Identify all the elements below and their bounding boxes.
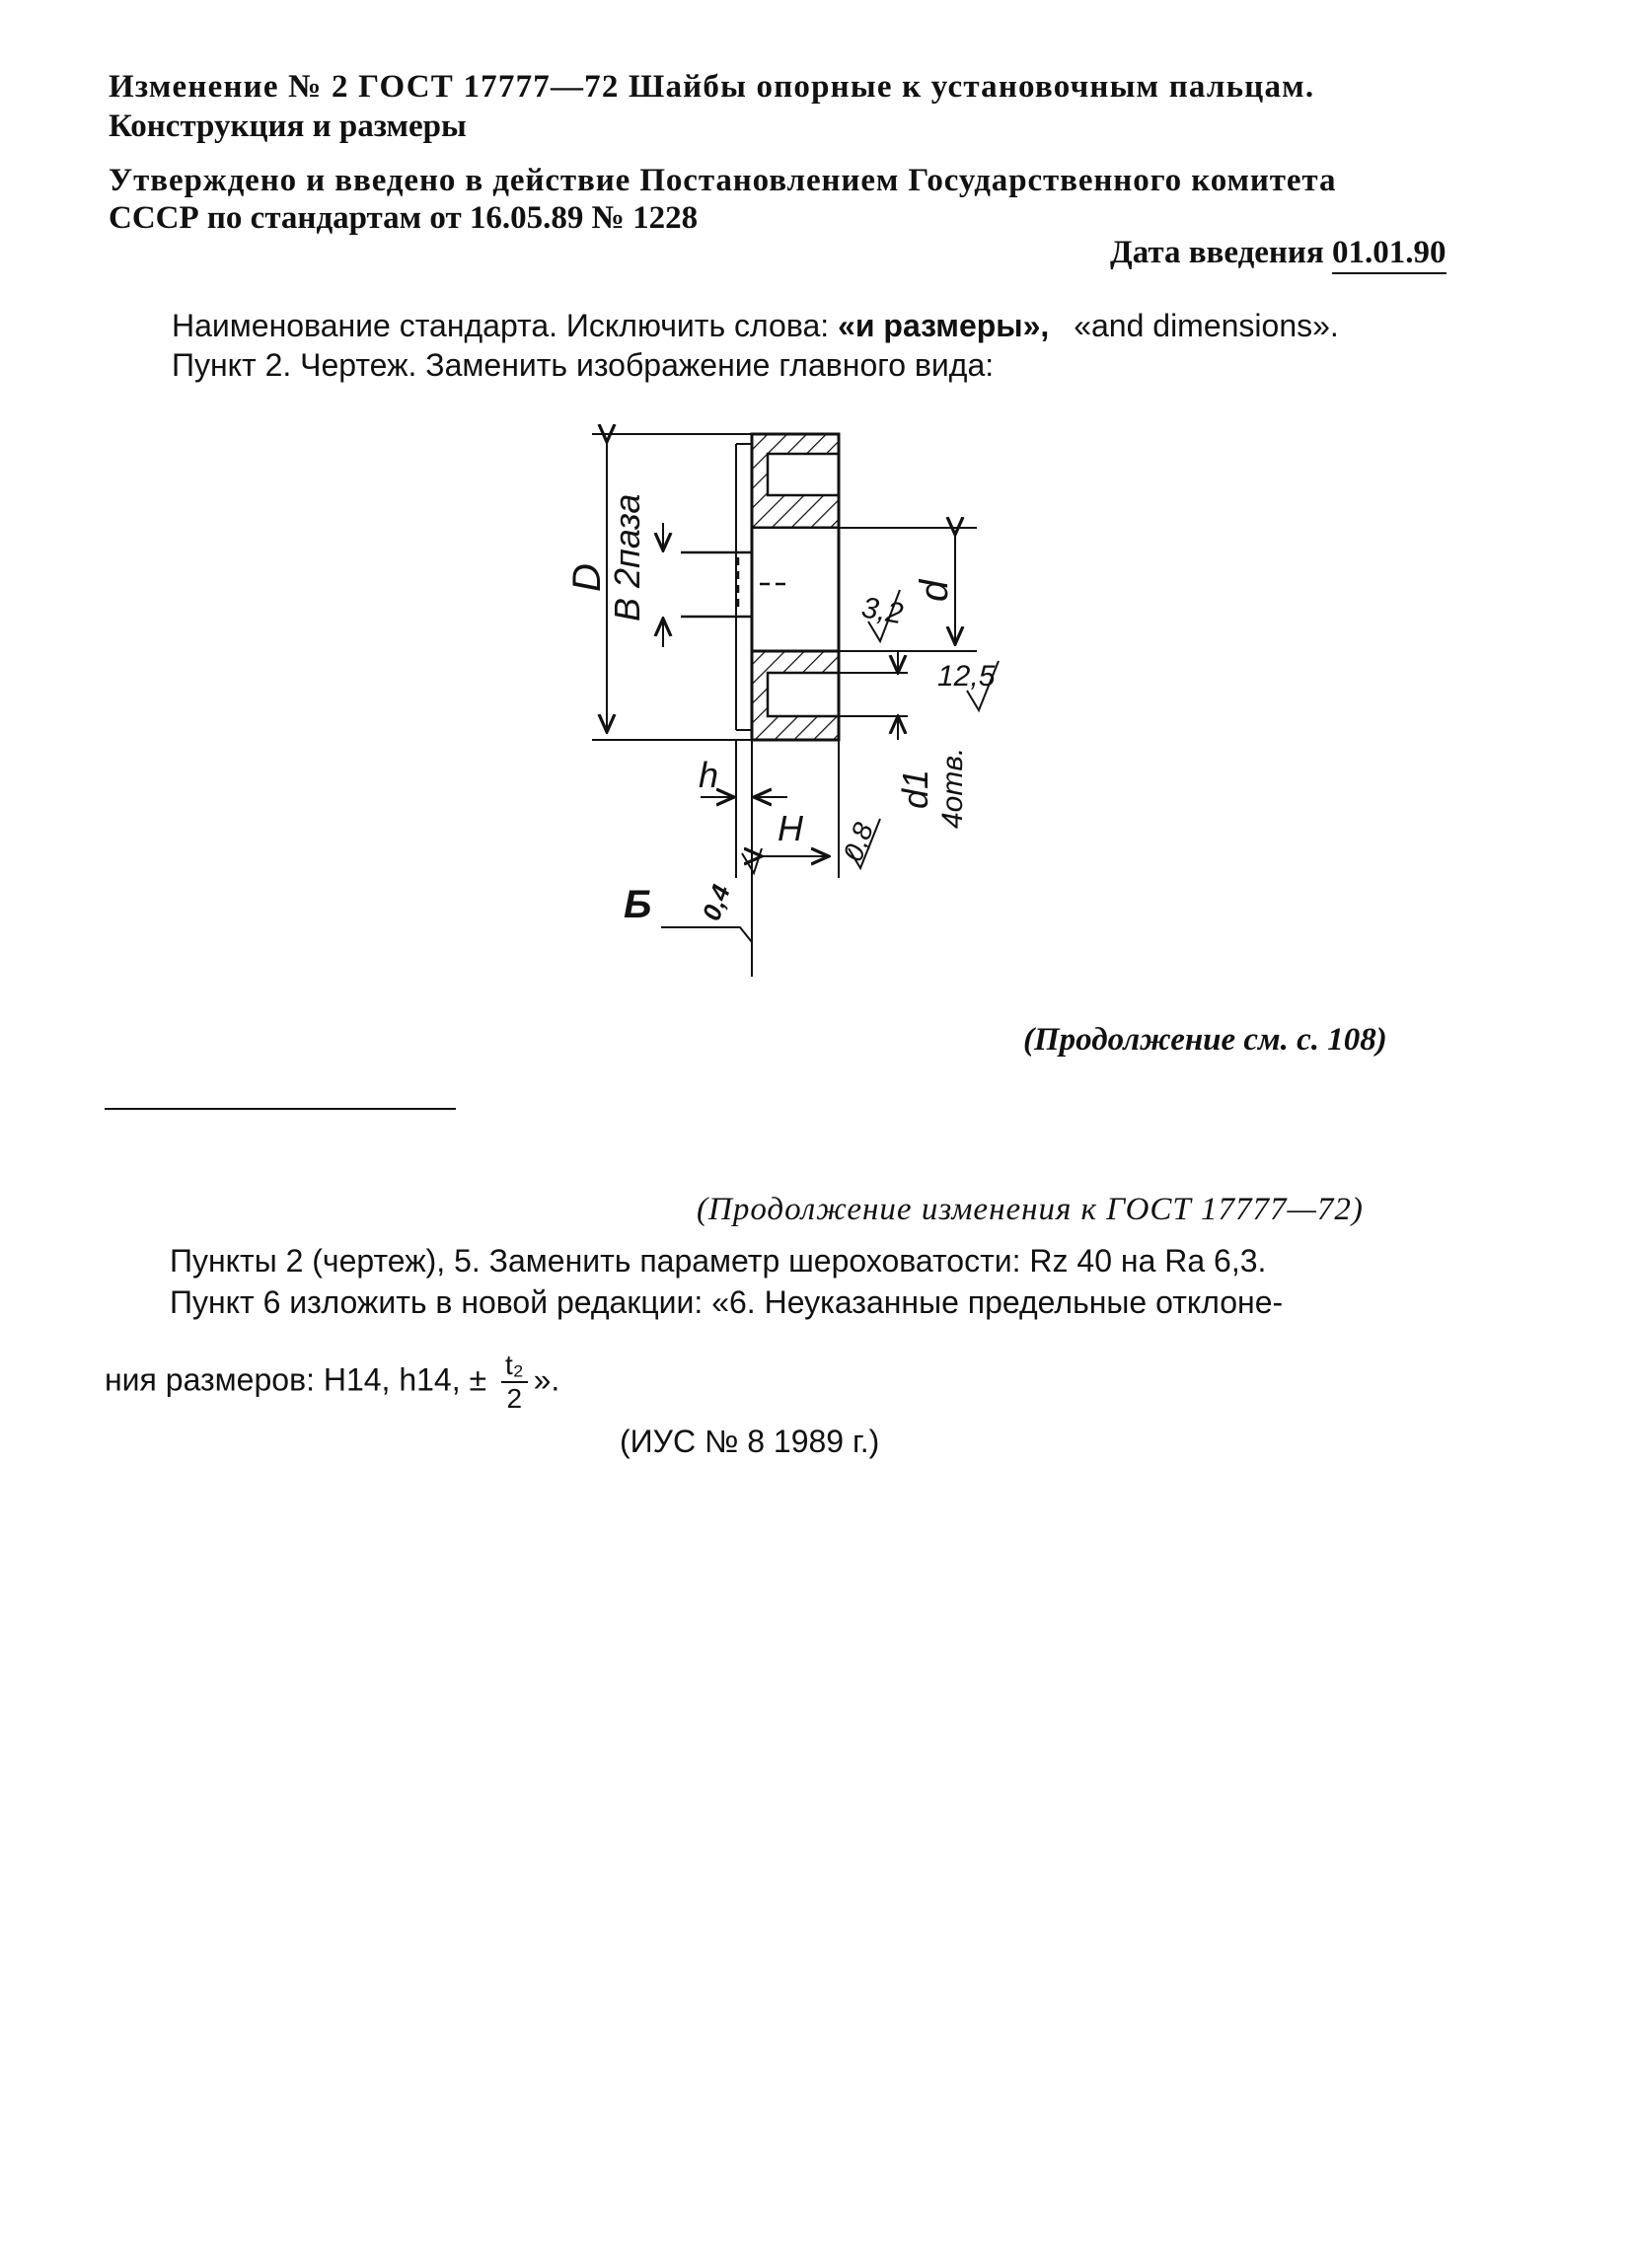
line3-suffix: ». [533, 1361, 560, 1398]
fraction-denominator: 2 [506, 1383, 523, 1414]
label-d1: d1 [895, 769, 935, 809]
effective-date: Дата введения 01.01.90 [1110, 235, 1447, 274]
label-roughness-3-2: 3,2 [859, 591, 906, 630]
label-B-2-slots: B 2паза [607, 494, 647, 622]
source-reference: (ИУС № 8 1989 г.) [620, 1424, 880, 1459]
approval-line1: Утверждено и введено в действие Постанов… [109, 163, 1337, 198]
label-H: H [778, 808, 804, 848]
continuation-heading: (Продолжение изменения к ГОСТ 17777—72) [697, 1192, 1364, 1227]
effective-date-value: 01.01.90 [1332, 235, 1447, 274]
paragraph-drawing-change: Пункт 2. Чертеж. Заменить изображение гл… [172, 347, 995, 383]
separator-line [105, 1108, 456, 1110]
label-h: h [699, 755, 718, 795]
washer-section [735, 432, 841, 755]
label-B-ref: Б [624, 883, 651, 926]
label-roughness-0-8: 0,8 [838, 818, 880, 865]
approval-line2: СССР по стандартам от 16.05.89 № 1228 [109, 200, 699, 236]
para1-prefix: Наименование стандарта. Исключить слова: [172, 308, 839, 343]
label-roughness-12-5: 12,5 [937, 660, 996, 693]
line3-prefix: ния размеров: H14, h14, ± [105, 1361, 487, 1398]
para1-ru: «и размеры», [838, 308, 1050, 343]
label-4-holes: 4отв. [936, 748, 969, 829]
label-D: D [565, 563, 609, 592]
fraction-numerator: t₂ [500, 1352, 528, 1383]
paragraph-name-change: Наименование стандарта. Исключить слова:… [172, 308, 1339, 344]
fraction-t2-over-2: t₂ 2 [500, 1352, 528, 1414]
roughness-signs [661, 589, 1000, 943]
label-d: d [913, 578, 956, 602]
para1-en: «and dimensions». [1074, 308, 1339, 343]
continuation-line2: Пункт 6 изложить в новой редакции: «6. Н… [170, 1284, 1284, 1320]
continued-note: (Продолжение см. с. 108) [1023, 1022, 1387, 1058]
effective-date-label: Дата введения [1110, 235, 1324, 270]
document-title-line2: Конструкция и размеры [109, 109, 467, 144]
continuation-line3: ния размеров: H14, h14, ± t₂ 2 ». [105, 1352, 559, 1413]
document-title-line1: Изменение № 2 ГОСТ 17777—72 Шайбы опорны… [109, 69, 1315, 105]
slot-projection [681, 550, 789, 619]
washer-main-view-drawing: D B 2паза d 3,2 12,5 d1 4отв. h H 0,8 0,… [565, 414, 1000, 977]
continuation-line1: Пункты 2 (чертеж), 5. Заменить параметр … [170, 1243, 1267, 1279]
label-roughness-0-4: 0,4 [696, 880, 736, 924]
